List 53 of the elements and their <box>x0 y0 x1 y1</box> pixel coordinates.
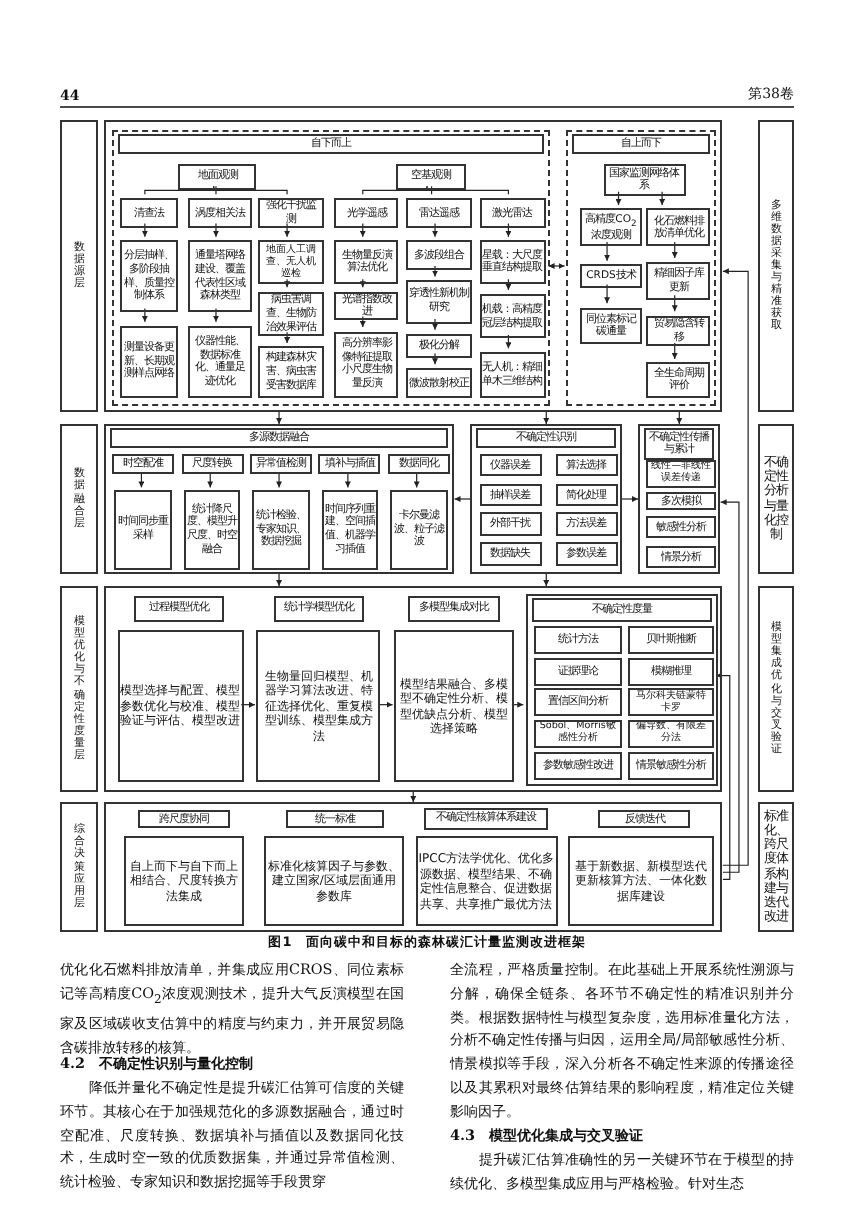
arrow <box>604 283 611 304</box>
arrow <box>715 672 731 880</box>
arrow <box>432 222 439 238</box>
arrow <box>432 265 439 278</box>
arrow <box>671 342 678 360</box>
arrow <box>359 315 366 328</box>
arrow <box>453 496 472 502</box>
layer-frame <box>103 586 723 792</box>
arrow <box>671 241 678 259</box>
arrow <box>413 472 420 488</box>
arrow <box>505 222 512 238</box>
group-frame <box>638 424 721 574</box>
arrow <box>543 573 550 587</box>
arrow <box>432 353 439 365</box>
group-frame <box>112 129 551 406</box>
arrow <box>604 241 611 262</box>
arrow <box>543 411 550 425</box>
group-frame <box>470 424 622 574</box>
arrow <box>359 278 366 288</box>
arrow <box>722 268 749 866</box>
arrow <box>511 701 524 708</box>
arrow <box>213 307 219 323</box>
arrow <box>505 278 512 291</box>
arrow <box>276 472 283 488</box>
arrow <box>659 191 666 206</box>
arrow <box>359 222 366 238</box>
arrow <box>276 573 283 587</box>
group-frame <box>566 129 716 406</box>
arrow <box>720 499 740 873</box>
arrow <box>378 701 394 708</box>
arrow <box>284 331 291 344</box>
arrow <box>547 263 566 269</box>
arrow <box>240 701 256 708</box>
arrow <box>138 472 145 488</box>
arrow <box>432 318 439 331</box>
arrow <box>276 411 283 425</box>
arrow <box>207 472 214 488</box>
arrow <box>505 334 512 349</box>
arrow <box>621 496 639 502</box>
layer-frame <box>103 802 723 932</box>
arrow <box>284 278 291 288</box>
arrow <box>141 307 148 323</box>
arrow <box>141 222 148 238</box>
arrow <box>284 222 291 238</box>
arrow <box>676 411 683 425</box>
group-frame <box>103 424 455 574</box>
group-frame <box>525 594 718 785</box>
arrow <box>671 294 678 312</box>
arrow <box>615 191 622 206</box>
arrow <box>410 791 417 803</box>
layer-frame <box>103 120 723 412</box>
arrow <box>344 472 351 488</box>
arrow <box>213 222 219 238</box>
